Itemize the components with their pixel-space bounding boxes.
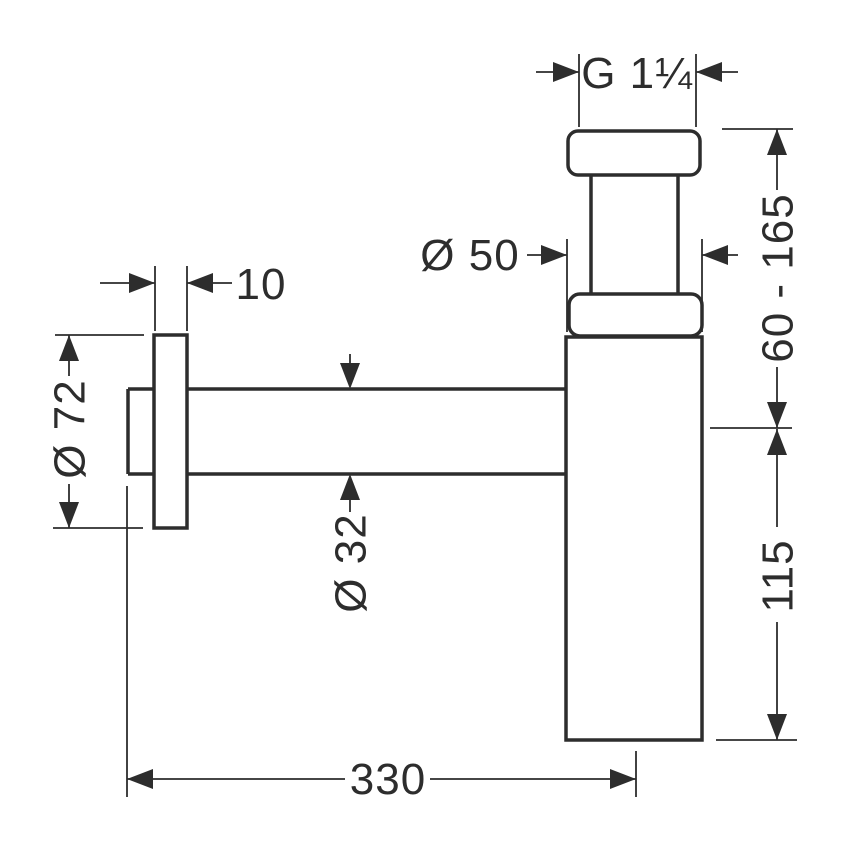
dim-projection: 330 xyxy=(126,486,637,804)
dim-label-flange-thickness: 10 xyxy=(236,260,287,309)
arrow-left-icon xyxy=(696,62,722,82)
dim-label-body-diameter: Ø 50 xyxy=(420,231,519,280)
compression-nut xyxy=(567,292,704,338)
dim-label-projection: 330 xyxy=(350,755,426,804)
dim-body-height: 115 xyxy=(716,429,802,741)
dim-body-diameter: Ø 50 xyxy=(420,231,738,332)
arrow-right-icon xyxy=(129,273,155,293)
arrow-up-icon xyxy=(59,335,79,361)
arrow-left-icon xyxy=(702,245,728,265)
dim-flange-diameter: Ø 72 xyxy=(45,334,144,529)
wall-flange xyxy=(152,333,189,530)
arrow-down-icon xyxy=(340,363,360,389)
arrow-left-icon xyxy=(127,769,153,789)
dim-label-pipe-diameter: Ø 32 xyxy=(326,513,375,612)
arrow-down-icon xyxy=(767,402,787,428)
dim-label-height-range: 60 - 165 xyxy=(753,193,802,362)
arrow-right-icon xyxy=(553,62,579,82)
arrow-left-icon xyxy=(187,273,213,293)
arrow-right-icon xyxy=(610,769,636,789)
extension-lines xyxy=(154,266,188,331)
trap-outline xyxy=(126,129,704,742)
extension-lines xyxy=(578,54,697,127)
dim-label-body-height: 115 xyxy=(753,539,802,612)
dim-label-flange-diameter: Ø 72 xyxy=(45,379,94,478)
wall-pipe-stub xyxy=(126,387,154,476)
dim-label-thread-size: G 1¼ xyxy=(581,49,693,98)
waste-pipe xyxy=(187,387,566,476)
arrow-up-icon xyxy=(767,429,787,455)
inlet-nut xyxy=(566,129,702,177)
dim-thread-size: G 1¼ xyxy=(536,49,738,127)
dim-height-range: 60 - 165 xyxy=(710,128,802,429)
inlet-pipe xyxy=(589,175,680,294)
arrow-up-icon xyxy=(767,129,787,155)
arrow-down-icon xyxy=(59,502,79,528)
arrow-down-icon xyxy=(767,714,787,740)
arrow-right-icon xyxy=(541,245,567,265)
trap-body xyxy=(564,335,704,742)
dim-pipe-diameter: Ø 32 xyxy=(326,354,375,613)
dim-flange-thickness: 10 xyxy=(100,260,287,331)
arrow-up-icon xyxy=(340,474,360,500)
extension-lines xyxy=(566,239,703,332)
